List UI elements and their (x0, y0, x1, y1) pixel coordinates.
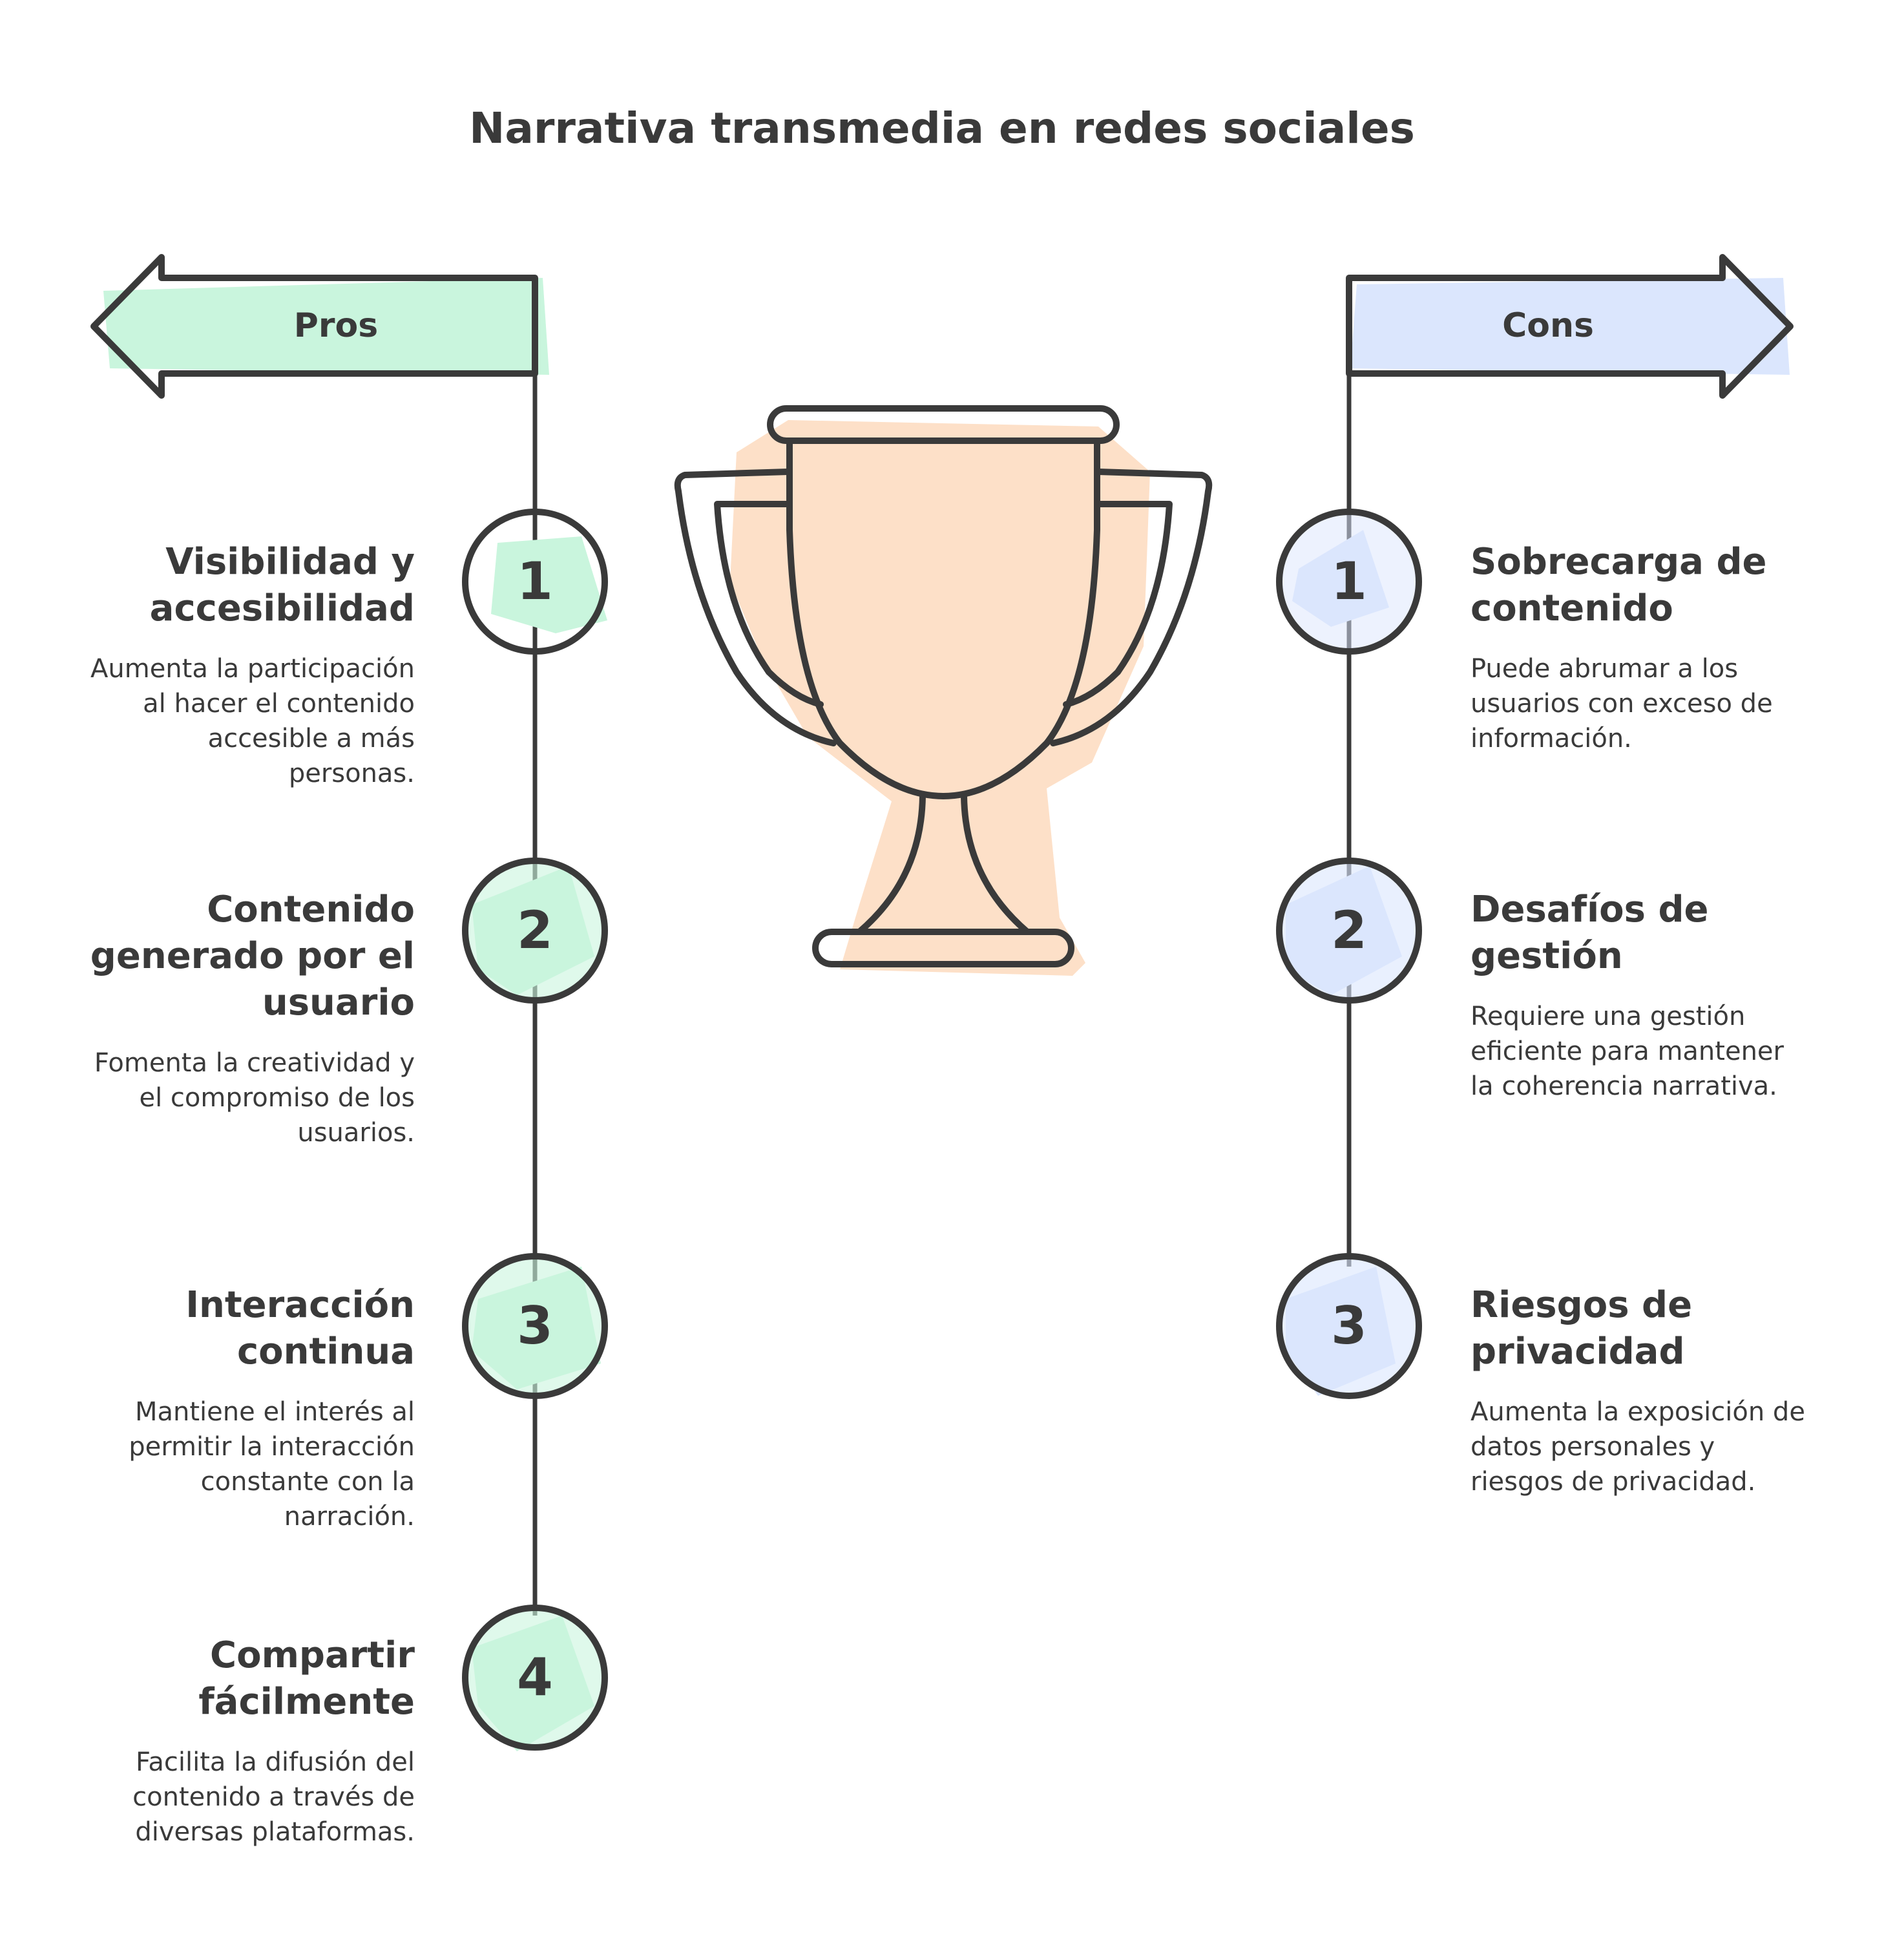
cons-item-heading: Riesgos de privacidad (1471, 1284, 1693, 1373)
pros-item-4: Compartir fácilmente Facilita la difusió… (79, 1632, 415, 1849)
pros-label: Pros (293, 306, 379, 345)
pros-item-heading: Contenido generado por el usuario (90, 889, 415, 1024)
cons-item-description: Aumenta la exposición de datos personale… (1471, 1397, 1805, 1497)
pros-item-3: Interacción continua Mantiene el interés… (79, 1282, 415, 1534)
cons-item-description: Requiere una gestión eficiente para mant… (1471, 1002, 1784, 1101)
pros-item-description: Fomenta la creatividad y el compromiso d… (94, 1048, 415, 1148)
cons-number-2: 2 (1331, 900, 1367, 960)
cons-item-3: Riesgos de privacidad Aumenta la exposic… (1471, 1282, 1806, 1499)
pros-item-description: Aumenta la participación al hacer el con… (90, 654, 415, 788)
diagram-title: Narrativa transmedia en redes sociales (469, 103, 1415, 153)
pros-item-description: Mantiene el interés al permitir la inter… (129, 1397, 415, 1532)
pros-arrow (90, 254, 549, 399)
cons-item-heading: Desafíos de gestión (1471, 889, 1709, 977)
pros-number-3: 3 (517, 1296, 553, 1356)
trophy-icon (674, 405, 1213, 976)
pros-marker-3 (462, 1253, 608, 1399)
cons-item-2: Desafíos de gestión Requiere una gestión… (1471, 887, 1806, 1104)
cons-label: Cons (1502, 306, 1594, 345)
pros-item-heading: Interacción continua (185, 1284, 415, 1373)
cons-item-1: Sobrecarga de contenido Puede abrumar a … (1471, 539, 1806, 756)
cons-item-heading: Sobrecarga de contenido (1471, 541, 1767, 629)
cons-number-1: 1 (1331, 551, 1367, 611)
pros-number-1: 1 (517, 551, 553, 611)
cons-marker-1 (1276, 509, 1422, 655)
cons-item-description: Puede abrumar a los usuarios con exceso … (1471, 654, 1773, 753)
pros-item-heading: Visibilidad y accesibilidad (149, 541, 415, 629)
pros-item-2: Contenido generado por el usuario Foment… (79, 887, 415, 1150)
pros-item-1: Visibilidad y accesibilidad Aumenta la p… (79, 539, 415, 791)
pros-marker-4 (462, 1605, 608, 1751)
pros-item-heading: Compartir fácilmente (198, 1634, 415, 1723)
pros-marker-1 (462, 509, 608, 655)
pros-marker-2 (462, 858, 608, 1004)
cons-marker-3 (1276, 1253, 1422, 1399)
cons-marker-2 (1276, 858, 1422, 1004)
cons-arrow (1346, 254, 1794, 399)
pros-item-description: Facilita la difusión del contenido a tra… (132, 1747, 415, 1847)
pros-number-4: 4 (517, 1647, 553, 1707)
cons-number-3: 3 (1331, 1296, 1367, 1356)
pros-number-2: 2 (517, 900, 553, 960)
